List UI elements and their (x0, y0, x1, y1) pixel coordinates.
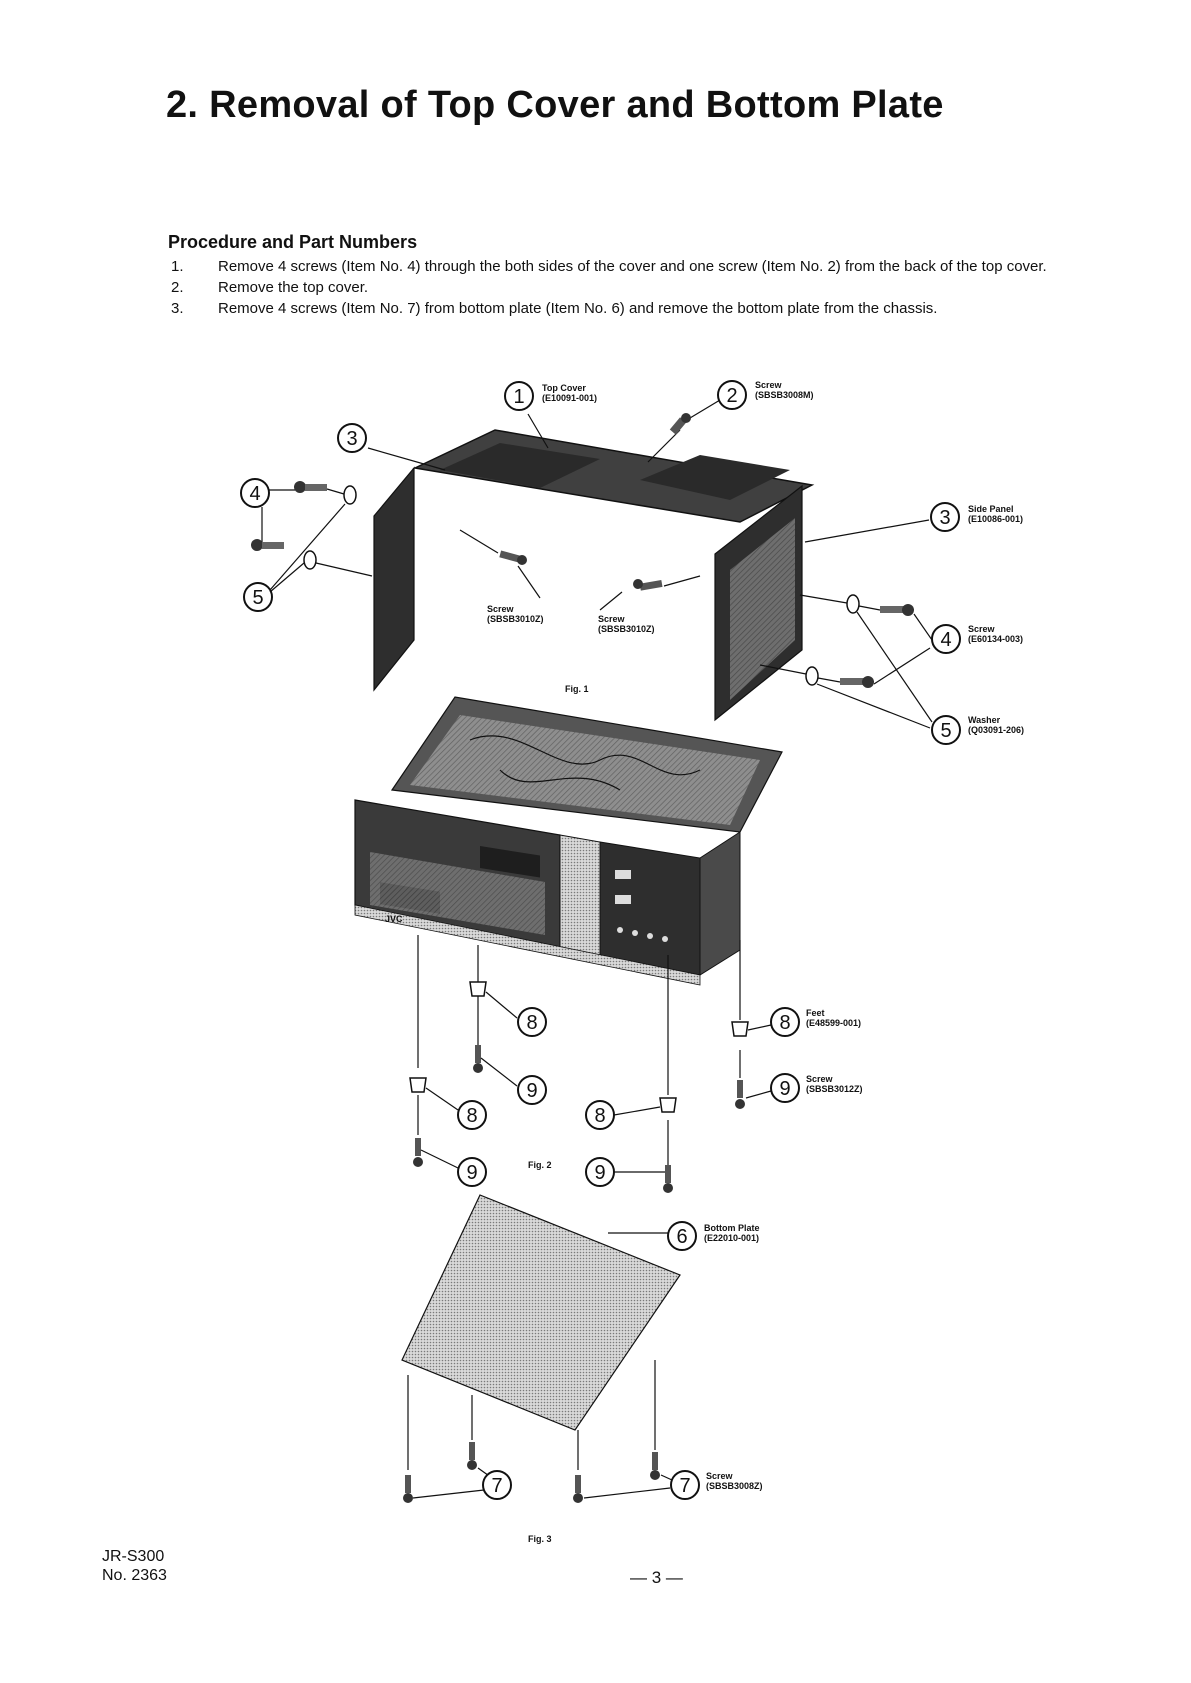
step-number: 3. (171, 300, 184, 317)
washer-icon (805, 666, 819, 686)
callout-label: Washer (968, 715, 1001, 725)
figure-3: 7 6 Bottom Plate (E22010-001) 7 Screw (S… (401, 1194, 763, 1544)
callout-number: 9 (594, 1162, 605, 1184)
step-text: Remove the top cover. (218, 279, 369, 296)
callout-number: 5 (940, 720, 951, 742)
callout-number: 8 (779, 1012, 790, 1034)
foot-icon (409, 1077, 427, 1093)
callout-number: 4 (249, 483, 260, 505)
callout-part: (Q03091-206) (968, 725, 1024, 735)
procedure-heading: Procedure and Part Numbers (168, 232, 418, 252)
procedure-steps: 1. Remove 4 screws (Item No. 4) through t… (168, 256, 1148, 319)
callout-label: Screw (968, 624, 996, 634)
callout-number: 9 (779, 1078, 790, 1100)
figure-caption: Fig. 3 (528, 1534, 552, 1544)
callout-number: 4 (940, 629, 951, 651)
step-number: 2. (171, 279, 184, 296)
figure-caption: Fig. 2 (528, 1160, 552, 1170)
step-text: Remove 4 screws (Item No. 7) from bottom… (218, 300, 938, 317)
front-panel-center (559, 834, 601, 959)
screw-label: Screw (487, 604, 515, 614)
step-number: 1. (171, 258, 184, 275)
callout-number: 8 (594, 1105, 605, 1127)
callout-number: 1 (513, 386, 524, 408)
screw-icon (840, 676, 874, 688)
callout-part: (SBSB3008Z) (706, 1481, 763, 1491)
callout-part: (E48599-001) (806, 1018, 861, 1028)
screw-icon (251, 539, 284, 551)
callout-part: (SBSB3008M) (755, 390, 814, 400)
screw-icon (473, 1045, 483, 1073)
step-text: Remove 4 screws (Item No. 4) through the… (218, 258, 1047, 275)
procedure-step: 1. Remove 4 screws (Item No. 4) through t… (168, 256, 1148, 277)
callout-part: (E22010-001) (704, 1233, 759, 1243)
callout-number: 3 (346, 428, 357, 450)
callout-label: Screw (706, 1471, 734, 1481)
top-cover-vents-right (640, 455, 790, 500)
screw-part: (SBSB3010Z) (598, 624, 655, 634)
side-panel-left (373, 466, 415, 692)
front-panel-right (599, 841, 701, 976)
top-cover-vents-left (440, 443, 600, 488)
screw-icon (467, 1442, 477, 1470)
model-name: JR-S300 (102, 1548, 165, 1565)
screw-icon (880, 604, 914, 616)
screw-icon (413, 1138, 423, 1167)
foot-icon (731, 1021, 749, 1037)
front-trim (354, 904, 701, 986)
screw-icon (663, 1165, 673, 1193)
document-number: No. 2363 (102, 1567, 167, 1584)
callout-number: 2 (726, 385, 737, 407)
screw-icon (669, 413, 691, 435)
figure-2: JVC 8 9 8 9 8 9 8 Feet ( (354, 696, 863, 1193)
callout-label: Side Panel (968, 504, 1014, 514)
callout-label: Screw (806, 1074, 834, 1084)
bottom-plate (401, 1194, 681, 1431)
screw-icon (650, 1452, 660, 1480)
callout-number: 7 (679, 1475, 690, 1497)
callout-label: Top Cover (542, 383, 586, 393)
brand-logo: JVC (385, 914, 403, 924)
callout-number: 5 (252, 587, 263, 609)
procedure-step: 3. Remove 4 screws (Item No. 7) from bott… (168, 298, 1148, 319)
callout-number: 6 (676, 1226, 687, 1248)
washer-icon (343, 485, 357, 505)
washer-icon (846, 594, 860, 614)
foot-icon (659, 1097, 677, 1113)
page-title: 2. Removal of Top Cover and Bottom Plate (166, 84, 944, 126)
screw-icon (573, 1475, 583, 1503)
figure-1: 1 Top Cover (E10091-001) 2 Screw (SBSB30… (240, 380, 1024, 745)
procedure-step: 2. Remove the top cover. (168, 277, 1148, 298)
footer-model-info: JR-S300 No. 2363 (102, 1547, 167, 1585)
screw-icon (633, 579, 663, 591)
callout-number: 7 (491, 1475, 502, 1497)
callout-label: Bottom Plate (704, 1223, 760, 1233)
foot-icon (469, 981, 487, 997)
callout-label: Screw (755, 380, 783, 390)
screw-label: Screw (598, 614, 626, 624)
callout-number: 8 (526, 1012, 537, 1034)
screw-icon (499, 550, 527, 565)
callout-number: 3 (939, 507, 950, 529)
callout-number: 9 (526, 1080, 537, 1102)
callout-number: 9 (466, 1162, 477, 1184)
screw-icon (294, 481, 327, 493)
page-number: — 3 — (630, 1568, 683, 1587)
callout-part: (E60134-003) (968, 634, 1023, 644)
screw-icon (403, 1475, 413, 1503)
screw-icon (735, 1080, 745, 1109)
washer-icon (303, 550, 317, 570)
callout-part: (E10086-001) (968, 514, 1023, 524)
figure-caption: Fig. 1 (565, 684, 589, 694)
screw-part: (SBSB3010Z) (487, 614, 544, 624)
callout-label: Feet (806, 1008, 825, 1018)
callout-number: 8 (466, 1105, 477, 1127)
callout-part: (SBSB3012Z) (806, 1084, 863, 1094)
callout-part: (E10091-001) (542, 393, 597, 403)
